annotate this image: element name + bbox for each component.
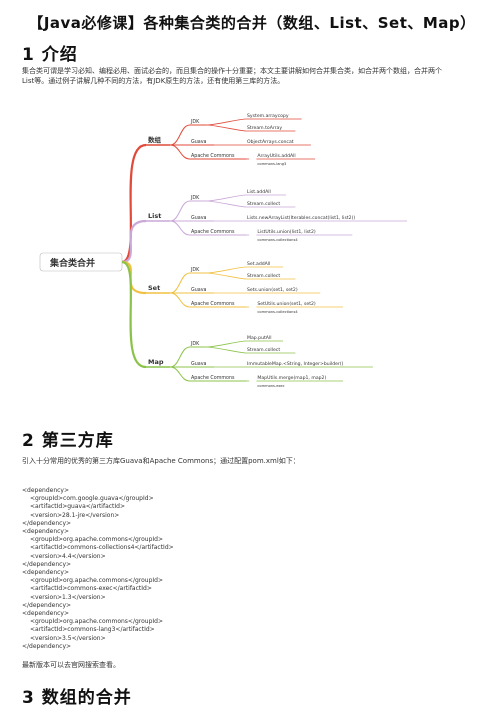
mindmap-group-connector bbox=[169, 366, 191, 382]
mindmap-method-label: ListUtils.union(list1, list2) bbox=[257, 229, 315, 235]
pom-xml-code-block: <dependency><groupId>com.google.guava</g… bbox=[22, 487, 482, 651]
mindmap-method-label: Lists.newArrayList(Iterables.concat(list… bbox=[247, 215, 355, 221]
mindmap-group-label: Guava bbox=[191, 139, 207, 145]
section-heading-array-merge: 3 数组的合并 bbox=[22, 688, 132, 708]
mindmap-method-label: MapUtils.merge(map1, map2) bbox=[257, 375, 326, 381]
code-line: <dependency> bbox=[22, 528, 70, 536]
mindmap-group-label: Guava bbox=[191, 287, 207, 293]
mindmap-group-label: Apache Commons bbox=[191, 229, 235, 235]
mindmap-branch-connector bbox=[121, 260, 147, 295]
code-line: </dependency> bbox=[22, 519, 72, 527]
mindmap-group-connector bbox=[169, 346, 191, 368]
mindmap-method-connector bbox=[206, 272, 247, 280]
mindmap-group-label: Apache Commons bbox=[191, 301, 235, 307]
mindmap-method-connector bbox=[206, 200, 247, 208]
mindmap-group-connector bbox=[169, 292, 191, 308]
code-line: <artifactId>commons-collections4</artifa… bbox=[30, 544, 174, 552]
mindmap-method-connector bbox=[206, 118, 247, 126]
mindmap-method-label: ImmutableMap.<String, Integer>builder() bbox=[247, 361, 344, 367]
mindmap-dependency-note: commons-collections4 bbox=[257, 238, 298, 242]
mindmap-dependency-note: commons-exec bbox=[257, 384, 284, 388]
intro-paragraph: 集合类可谓是学习必知、编程必用、面试必会的，而且集合的操作十分重要；本文主要讲解… bbox=[22, 66, 482, 86]
code-line: <groupId>org.apache.commons</groupId> bbox=[30, 577, 164, 585]
mindmap-diagram: 集合类合并 数组 JDK System.arraycopyStream.toArray… bbox=[39, 113, 407, 388]
code-line: <artifactId>guava</artifactId> bbox=[30, 503, 126, 511]
mindmap-method-connector bbox=[206, 266, 247, 274]
code-line: <artifactId>commons-exec</artifactId> bbox=[30, 585, 152, 593]
mindmap-group-label: Apache Commons bbox=[191, 375, 235, 381]
mindmap-method-connector bbox=[206, 346, 247, 354]
mindmap-branch-connector bbox=[121, 260, 147, 369]
code-line: <groupId>org.apache.commons</groupId> bbox=[30, 536, 164, 544]
code-line: <version>28.1-jre</version> bbox=[30, 511, 120, 519]
third-party-intro: 引入十分常用的优秀的第三方库Guava和Apache Commons；通过配置p… bbox=[22, 457, 300, 465]
mindmap-branch-connector bbox=[121, 219, 147, 264]
mindmap-group-label: Apache Commons bbox=[191, 153, 235, 159]
version-note: 最新版本可以去官网搜索查看。 bbox=[22, 661, 120, 669]
mindmap-method-label: ObjectArrays.concat bbox=[247, 139, 294, 145]
mindmap-method-label: Stream.collect bbox=[247, 347, 280, 353]
mindmap-root-label: 集合类合并 bbox=[49, 257, 95, 269]
section-heading-third-party: 2 第三方库 bbox=[22, 431, 114, 451]
mindmap-dependency-note: commons-lang3 bbox=[257, 162, 286, 166]
mindmap-method-label: ArrayUtils.addAll bbox=[257, 153, 295, 159]
code-line: <version>3.5</version> bbox=[30, 634, 106, 642]
code-line: </dependency> bbox=[22, 642, 72, 650]
intro-line-1: 集合类可谓是学习必知、编程必用、面试必会的，而且集合的操作十分重要；本文主要讲解… bbox=[22, 67, 442, 75]
page-title: 【Java必修课】各种集合类的合并（数组、List、Set、Map） bbox=[28, 14, 476, 32]
mindmap-method-connector bbox=[206, 124, 247, 132]
mindmap-branch-connector bbox=[121, 143, 147, 264]
mindmap-branch-label: 数组 bbox=[148, 135, 162, 144]
code-line: <groupId>com.google.guava</groupId> bbox=[30, 495, 154, 503]
mindmap-group-label: JDK bbox=[190, 267, 200, 273]
section-heading-intro: 1 介绍 bbox=[22, 45, 78, 65]
mindmap-method-label: System.arraycopy bbox=[247, 113, 289, 119]
code-line: <dependency> bbox=[22, 487, 70, 494]
mindmap-method-label: Set.addAll bbox=[247, 261, 270, 267]
code-line: </dependency> bbox=[22, 560, 72, 568]
mindmap-group-label: JDK bbox=[190, 341, 200, 347]
mindmap-method-label: List.addAll bbox=[247, 189, 271, 195]
mindmap-method-label: Sets.union(set1, set2) bbox=[247, 287, 298, 293]
mindmap-method-label: Stream.collect bbox=[247, 273, 280, 279]
mindmap-group-connector bbox=[169, 200, 191, 222]
mindmap-group-connector bbox=[169, 220, 191, 236]
code-line: </dependency> bbox=[22, 601, 72, 609]
mindmap-method-label: Map.putAll bbox=[247, 335, 271, 341]
mindmap-group-connector bbox=[169, 124, 191, 146]
code-line: <groupId>org.apache.commons</groupId> bbox=[30, 618, 164, 626]
mindmap-branch-label: Map bbox=[148, 358, 164, 366]
code-line: <artifactId>commons-lang3</artifactId> bbox=[30, 626, 155, 634]
code-line: <version>4.4</version> bbox=[30, 552, 106, 560]
mindmap-group-label: Guava bbox=[191, 215, 207, 221]
code-line: <version>1.3</version> bbox=[30, 593, 106, 601]
code-line: <dependency> bbox=[22, 610, 70, 618]
mindmap-group-label: JDK bbox=[190, 195, 200, 201]
mindmap-method-label: Stream.toArray bbox=[247, 125, 282, 131]
mindmap-branch-label: List bbox=[148, 212, 161, 220]
code-line: <dependency> bbox=[22, 569, 70, 577]
mindmap-group-label: Guava bbox=[191, 361, 207, 367]
mindmap-group-label: JDK bbox=[190, 119, 200, 125]
mindmap-group-connector bbox=[169, 144, 191, 160]
mindmap-group-connector bbox=[169, 272, 191, 294]
mindmap-method-label: Stream.collect bbox=[247, 201, 280, 207]
intro-line-2: List等。通过例子讲解几种不同的方法，有JDK原生的方法，还有使用第三库的方法… bbox=[22, 77, 285, 85]
mindmap-method-label: SetUtils.union(set1, set2) bbox=[257, 301, 316, 307]
mindmap-branch-label: Set bbox=[148, 284, 160, 292]
mindmap-dependency-note: commons-collections4 bbox=[257, 310, 298, 314]
mindmap-method-connector bbox=[206, 340, 247, 348]
mindmap-method-connector bbox=[206, 194, 247, 202]
